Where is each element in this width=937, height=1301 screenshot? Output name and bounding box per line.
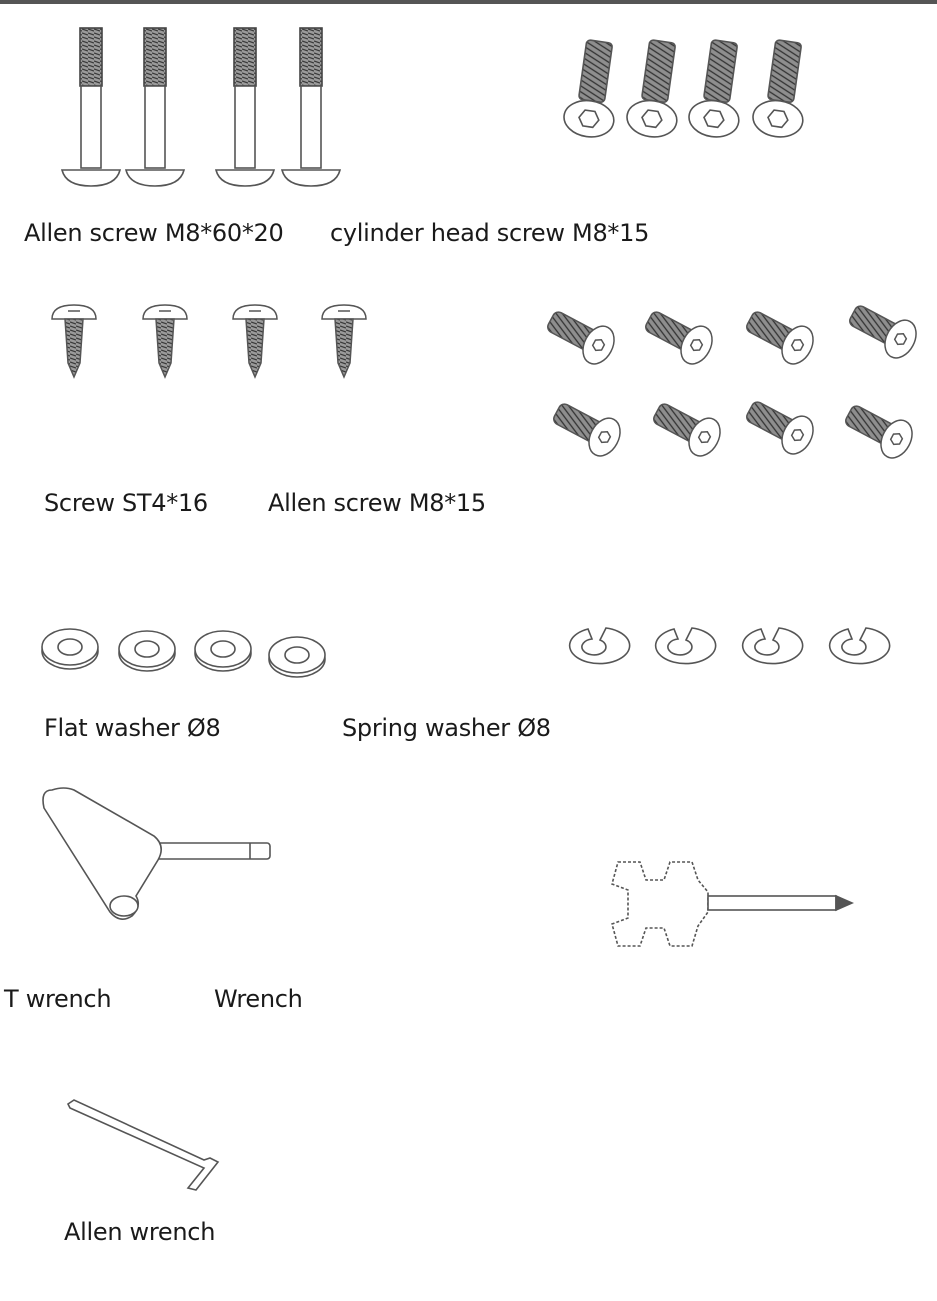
label-screw-st4-16: Screw ST4*16 bbox=[44, 489, 208, 517]
tapping-screw bbox=[51, 304, 97, 379]
button-head-screw bbox=[746, 311, 814, 365]
label-allen-screw-m8-60-20: Allen screw M8*60*20 bbox=[24, 219, 284, 247]
spring-washer bbox=[741, 627, 804, 665]
label-wrench: Wrench bbox=[214, 985, 303, 1013]
flat-washer bbox=[118, 630, 176, 672]
button-head-screw bbox=[845, 405, 913, 459]
tapping-screw bbox=[232, 304, 278, 379]
flat-washer bbox=[268, 636, 326, 678]
flat-washer bbox=[194, 630, 252, 672]
long-bolt bbox=[280, 27, 342, 187]
cylinder-head-screw bbox=[626, 39, 678, 138]
cylinder-head-screw bbox=[688, 39, 740, 138]
screw-st4-16-group bbox=[51, 304, 367, 379]
button-head-screw bbox=[653, 403, 721, 457]
cylinder-head-screw bbox=[563, 39, 615, 138]
label-t-wrench: T wrench bbox=[4, 985, 112, 1013]
long-bolt bbox=[60, 27, 122, 187]
button-head-screw bbox=[553, 403, 621, 457]
allen-wrench-illustration bbox=[66, 1099, 220, 1191]
label-allen-wrench: Allen wrench bbox=[64, 1218, 216, 1246]
button-head-screw bbox=[746, 401, 814, 455]
label-cylinder-head-screw: cylinder head screw M8*15 bbox=[330, 219, 650, 247]
wrench-illustration bbox=[611, 861, 854, 947]
cylinder-head-screw-group bbox=[563, 39, 804, 138]
label-flat-washer: Flat washer Ø8 bbox=[44, 714, 221, 742]
button-head-screw bbox=[849, 305, 917, 359]
spring-washer bbox=[654, 627, 717, 665]
long-bolt bbox=[124, 27, 186, 187]
flat-washer-group bbox=[41, 628, 326, 678]
spring-washer bbox=[828, 627, 891, 665]
tapping-screw bbox=[142, 304, 188, 379]
cylinder-head-screw bbox=[752, 39, 804, 138]
flat-washer bbox=[41, 628, 99, 670]
button-head-screw bbox=[547, 311, 615, 365]
button-head-screw bbox=[645, 311, 713, 365]
t-wrench-illustration bbox=[42, 787, 271, 920]
spring-washer-group bbox=[568, 627, 891, 665]
tapping-screw bbox=[321, 304, 367, 379]
top-border-line bbox=[0, 0, 937, 4]
allen-screw-m8-60-20-group bbox=[60, 27, 342, 187]
label-allen-screw-m8-15: Allen screw M8*15 bbox=[268, 489, 486, 517]
long-bolt bbox=[214, 27, 276, 187]
label-spring-washer: Spring washer Ø8 bbox=[342, 714, 551, 742]
spring-washer bbox=[568, 627, 631, 665]
allen-screw-m8-15-group bbox=[547, 305, 917, 459]
